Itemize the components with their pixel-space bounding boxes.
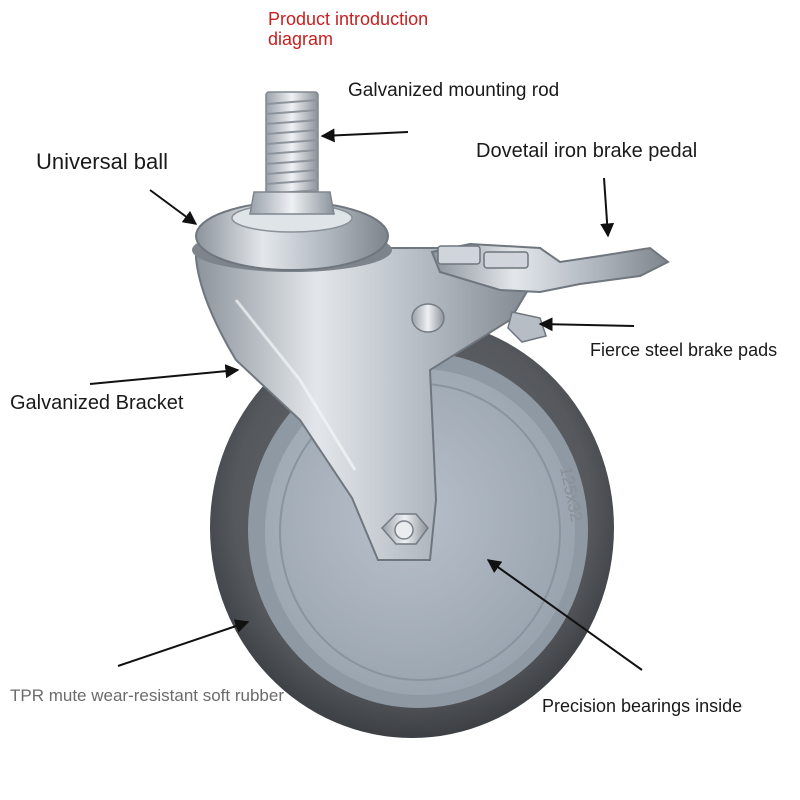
label-bracket: Galvanized Bracket [10, 392, 184, 414]
arrow-bracket [89, 364, 240, 385]
arrow-brake-pads [538, 317, 635, 332]
label-universal-ball: Universal ball [36, 149, 169, 174]
label-bearings: Precision bearings inside [542, 696, 743, 716]
arrow-mounting-rod [320, 128, 409, 143]
label-mounting-rod: Galvanized mounting rod [348, 80, 560, 101]
label-rubber: TPR mute wear-resistant soft rubber [10, 686, 284, 705]
rod-nut [249, 191, 335, 215]
arrow-rubber [117, 619, 250, 667]
swivel-plate [192, 201, 392, 272]
label-brake-pedal: Dovetail iron brake pedal [476, 140, 698, 162]
arrow-universal-ball [149, 189, 198, 225]
label-brake-pads: Fierce steel brake pads [590, 340, 778, 360]
mounting-rod [249, 91, 335, 215]
brake-pedal [430, 242, 670, 294]
brake-pad [507, 311, 547, 343]
arrow-bearings [486, 559, 643, 671]
axle-bolt [380, 513, 429, 545]
arrow-brake-pedal [600, 177, 615, 238]
diagram-title: Product introduction diagram [268, 9, 429, 50]
bracket-rivet [411, 303, 445, 333]
